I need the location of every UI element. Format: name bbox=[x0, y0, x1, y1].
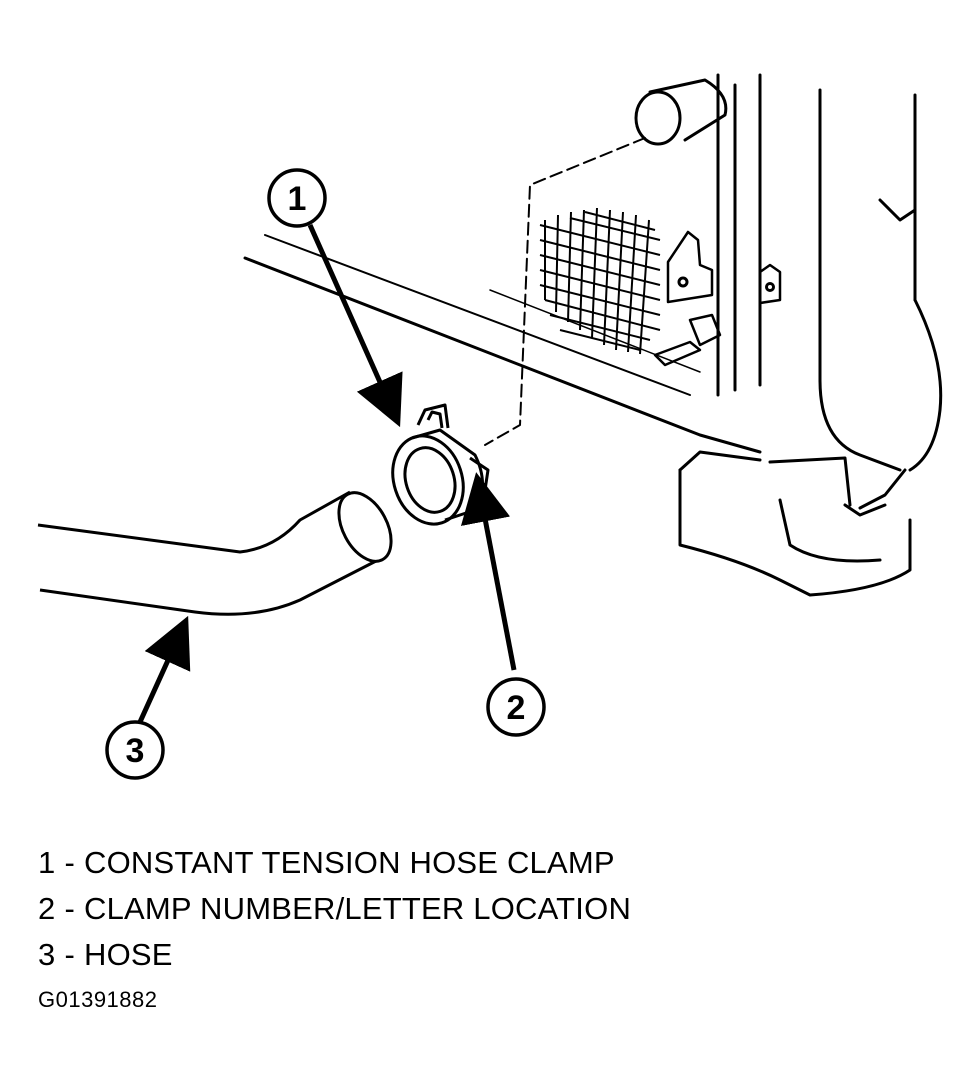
callout-arrows bbox=[137, 223, 517, 724]
callout-3-arrow bbox=[137, 615, 191, 724]
radiator-illustration bbox=[243, 73, 943, 597]
callout-3-number: 3 bbox=[126, 732, 145, 770]
callout-3: 3 bbox=[105, 720, 165, 780]
legend-item-number: 2 bbox=[38, 891, 56, 926]
callout-1-arrow bbox=[307, 223, 403, 428]
callout-1-number: 1 bbox=[288, 180, 307, 218]
legend-separator: - bbox=[64, 845, 75, 880]
callout-1: 1 bbox=[267, 168, 327, 228]
figure-id: G01391882 bbox=[38, 987, 158, 1012]
callout-2-arrow bbox=[460, 472, 517, 671]
legend-item-label: CLAMP NUMBER/LETTER LOCATION bbox=[83, 891, 632, 926]
legend-item: 2-CLAMP NUMBER/LETTER LOCATION bbox=[38, 886, 631, 932]
legend-item: 3-HOSE bbox=[38, 932, 631, 978]
hose-illustration bbox=[37, 490, 393, 616]
callout-2: 2 bbox=[486, 677, 546, 737]
legend-item-label: HOSE bbox=[83, 937, 173, 972]
radiator-core-mesh bbox=[539, 207, 661, 355]
legend-item-number: 3 bbox=[38, 937, 56, 972]
legend-item-number: 1 bbox=[38, 845, 56, 880]
legend-item: 1-CONSTANT TENSION HOSE CLAMP bbox=[38, 840, 631, 886]
legend-separator: - bbox=[64, 891, 75, 926]
legend-item-label: CONSTANT TENSION HOSE CLAMP bbox=[83, 845, 615, 880]
callout-2-number: 2 bbox=[507, 689, 526, 727]
legend: 1-CONSTANT TENSION HOSE CLAMP 2-CLAMP NU… bbox=[38, 840, 631, 978]
legend-separator: - bbox=[64, 937, 75, 972]
clamp-illustration bbox=[391, 403, 490, 526]
hose-clamp-diagram: 1 2 3 bbox=[37, 73, 943, 780]
